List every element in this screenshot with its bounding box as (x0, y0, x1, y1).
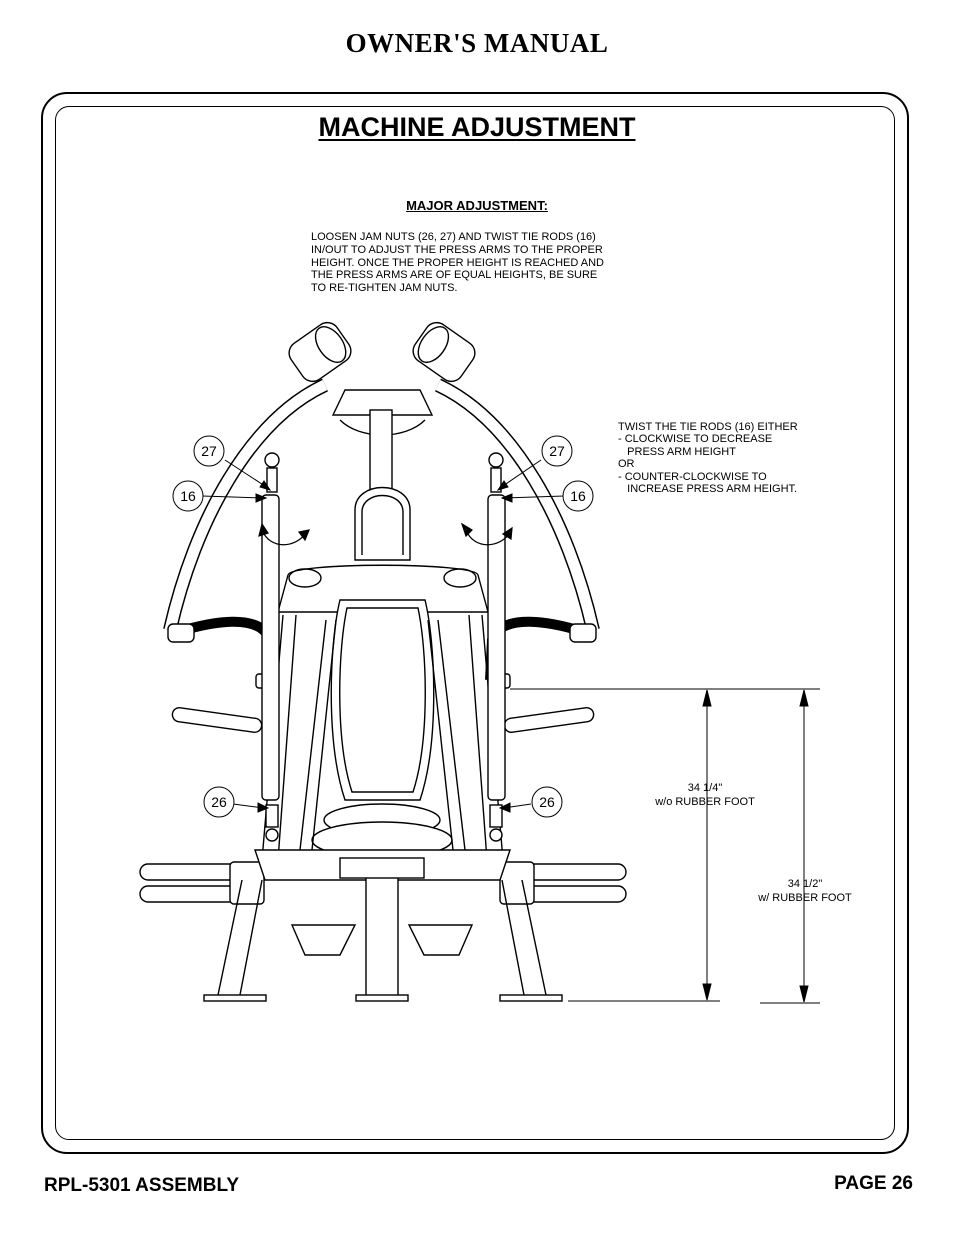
callout-26-right: 26 (539, 794, 555, 810)
dimension-without-foot-value: 34 1/4" (687, 782, 723, 794)
major-adjustment-instructions: LOOSEN JAM NUTS (26, 27) AND TWIST TIE R… (311, 231, 651, 295)
dimension-without-foot: 34 1/4" w/o RUBBER FOOT (640, 781, 770, 809)
dimension-lines (510, 688, 820, 1004)
instruction-line: IN/OUT TO ADJUST THE PRESS ARMS TO THE P… (311, 243, 603, 256)
callout-16-left: 16 (180, 488, 196, 504)
dimension-with-foot: 34 1/2" w/ RUBBER FOOT (745, 877, 865, 905)
page-frame-inner (55, 106, 895, 1140)
dimension-with-foot-label: w/ RUBBER FOOT (758, 892, 852, 904)
twist-line: TWIST THE TIE RODS (16) EITHER (618, 421, 798, 433)
twist-instructions: TWIST THE TIE RODS (16) EITHER - CLOCKWI… (618, 421, 858, 495)
twist-line: - CLOCKWISE TO DECREASE (618, 433, 773, 446)
major-adjustment-heading-text: MAJOR ADJUSTMENT: (406, 198, 548, 213)
weight-horns (139, 707, 627, 905)
press-arms (163, 321, 600, 689)
tie-rods (261, 452, 506, 842)
dimension-without-foot-label: w/o RUBBER FOOT (655, 796, 755, 808)
callout-16-right: 16 (570, 488, 586, 504)
major-adjustment-heading: MAJOR ADJUSTMENT: (0, 198, 954, 213)
callout-27-left: 27 (201, 443, 217, 459)
section-title-text: MACHINE ADJUSTMENT (318, 112, 636, 142)
footer-page-number: PAGE 26 (834, 1173, 913, 1194)
callout-circles (172, 435, 594, 818)
instruction-line: THE PRESS ARMS ARE OF EQUAL HEIGHTS, BE … (311, 269, 598, 282)
twist-line: PRESS ARM HEIGHT (618, 445, 736, 458)
callout-leaders (201, 459, 565, 813)
dimension-with-foot-value: 34 1/2" (787, 878, 823, 890)
callout-26-left: 26 (211, 794, 227, 810)
base-frame (203, 849, 563, 1002)
twist-line: INCREASE PRESS ARM HEIGHT. (618, 483, 798, 496)
instruction-line: HEIGHT. ONCE THE PROPER HEIGHT IS REACHE… (311, 256, 604, 269)
footer-model: RPL-5301 ASSEMBLY (44, 1175, 239, 1196)
twist-line: - COUNTER-CLOCKWISE TO (618, 470, 767, 483)
twist-line: OR (618, 458, 635, 471)
section-title: MACHINE ADJUSTMENT (0, 112, 954, 143)
instruction-line: TO RE-TIGHTEN JAM NUTS. (311, 282, 458, 295)
rotation-arrows (258, 522, 513, 546)
top-center-assembly (331, 389, 434, 561)
page-frame-outer (41, 92, 909, 1154)
instruction-line: LOOSEN JAM NUTS (26, 27) AND TWIST TIE R… (311, 231, 596, 243)
manual-title: OWNER'S MANUAL (345, 28, 609, 58)
callout-27-right: 27 (549, 443, 565, 459)
back-pad (277, 564, 489, 859)
